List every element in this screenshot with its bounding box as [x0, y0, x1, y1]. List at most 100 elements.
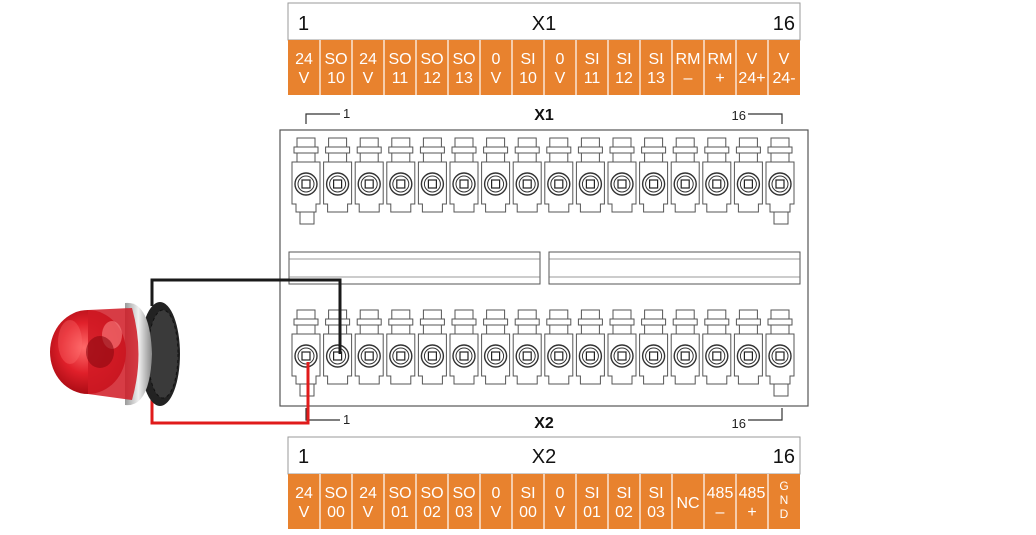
x1_table-pin-cell-6: SO 13	[447, 40, 476, 95]
pin-label-line: SI	[648, 51, 663, 68]
x1-terminal-9	[544, 137, 574, 213]
pin-label-line: 24	[295, 51, 313, 68]
x2-bracket-right	[748, 408, 783, 421]
x1-table-last-pin: 16	[773, 13, 795, 35]
pin-label-line: 0	[492, 51, 501, 68]
pin-label-line: SO	[420, 485, 443, 502]
x2-terminal-10	[575, 309, 605, 385]
x2-table-first-pin: 1	[298, 446, 309, 468]
x1-terminal-4	[386, 137, 416, 213]
x1-terminal-7	[481, 137, 511, 213]
x2-terminal-4	[386, 309, 416, 385]
x1_table-pin-cell-16: V24-	[767, 40, 796, 95]
pin-label-line: 11	[392, 70, 409, 87]
warning-beacon-icon	[50, 302, 180, 406]
pin-label-line: 02	[423, 504, 441, 521]
x2_table-pin-cell-13: NC	[671, 474, 700, 529]
x2-terminal-7	[481, 309, 511, 385]
x1_table-pin-cell-5: SO 12	[415, 40, 444, 95]
terminal-board: 1 X1 16 1 X2 16	[279, 106, 809, 432]
pin-label-line: SO	[452, 485, 475, 502]
x2-terminal-9	[544, 309, 574, 385]
x2-table-title: X2	[532, 446, 556, 468]
pin-label-line: SO	[452, 51, 475, 68]
pin-label-line: V	[555, 504, 566, 521]
pin-label-line: 24+	[738, 70, 765, 87]
x2_table-pin-cell-5: SO 02	[415, 474, 444, 529]
x1_table-pin-cell-1: 24V	[295, 51, 313, 87]
x1-terminal-3	[354, 137, 384, 213]
x1-terminal-5	[417, 137, 447, 213]
pin-label-line: V	[555, 70, 566, 87]
pin-label-line: G	[779, 479, 788, 493]
x1-bracket-right	[748, 113, 783, 124]
x2-table-header	[287, 436, 801, 475]
pin-label-line: 10	[327, 70, 345, 87]
pin-label-line: 24	[295, 485, 313, 502]
pin-label-line: 01	[583, 504, 601, 521]
pin-label-line: 24-	[772, 70, 795, 87]
x1_table-pin-cell-13: RM–	[671, 40, 700, 95]
pin-label-line: V	[363, 504, 374, 521]
x2-terminal-1	[291, 309, 321, 385]
x1-terminal-11	[607, 137, 637, 213]
x2_table-pin-cell-7: 0V	[479, 474, 502, 529]
x2-locking-tab	[773, 383, 789, 397]
pin-label-line: –	[716, 504, 725, 521]
pin-label-line: SI	[616, 51, 631, 68]
x1_table-pin-cell-15: V24+	[735, 40, 766, 95]
x2-pin-table: 1 X2 16 24VSO0024VSO01SO02SO030VSI000VSI…	[287, 436, 801, 529]
pin-label-line: 00	[327, 504, 345, 521]
pin-label-line: NC	[676, 495, 699, 512]
x2_table-pin-cell-3: 24V	[351, 474, 377, 529]
pin-label-line: 13	[455, 70, 473, 87]
pin-label-line: 0	[556, 485, 565, 502]
pin-label-line: 13	[647, 70, 665, 87]
pin-label-line: 03	[647, 504, 665, 521]
x2-terminal-16	[765, 309, 795, 385]
black-wire	[150, 278, 342, 354]
x1-locking-tab	[299, 211, 315, 225]
x1-terminal-14	[702, 137, 732, 213]
x1-terminal-16	[765, 137, 795, 213]
x1-pin-table: 1 X1 16 24VSO1024VSO11SO12SO130VSI100VSI…	[287, 2, 801, 95]
pin-label-line: 0	[556, 51, 565, 68]
pin-label-line: SI	[584, 51, 599, 68]
pin-label-line: 24	[359, 485, 377, 502]
pin-label-line: V	[299, 70, 310, 87]
pin-label-line: 12	[423, 70, 441, 87]
middle-rail-right	[548, 251, 801, 285]
x1_table-pin-cell-3: 24V	[351, 40, 377, 95]
x2-terminal-3	[354, 309, 384, 385]
pin-label-line: D	[780, 507, 789, 521]
x1-terminal-block	[291, 137, 795, 225]
wires	[150, 278, 342, 425]
pin-label-line: 12	[615, 70, 633, 87]
board-x2-label: X2	[534, 415, 554, 432]
x2_table-pin-cell-1: 24V	[295, 485, 313, 521]
pin-label-line: SO	[420, 51, 443, 68]
x2-terminal-14	[702, 309, 732, 385]
x1_table-pin-cell-9: 0V	[543, 40, 566, 95]
pin-label-line: 10	[519, 70, 537, 87]
x1-terminal-8	[512, 137, 542, 213]
board-x1-label: X1	[534, 107, 554, 124]
x1-terminal-2	[323, 137, 353, 213]
x1-terminal-12	[639, 137, 669, 213]
x1-locking-tab	[773, 211, 789, 225]
pin-label-line: V	[299, 504, 310, 521]
red-wire	[150, 362, 310, 425]
x1-pin-cells: 24VSO1024VSO11SO12SO130VSI100VSI11SI12SI…	[295, 40, 796, 95]
pin-label-line: 02	[615, 504, 633, 521]
x2_table-pin-cell-14: 485–	[703, 474, 733, 529]
x2-bracket-last-label: 16	[732, 416, 746, 431]
pin-label-line: SO	[324, 51, 347, 68]
pin-label-line: 00	[519, 504, 537, 521]
x2-terminal-block	[291, 309, 795, 397]
x1_table-pin-cell-14: RM+	[703, 40, 732, 95]
